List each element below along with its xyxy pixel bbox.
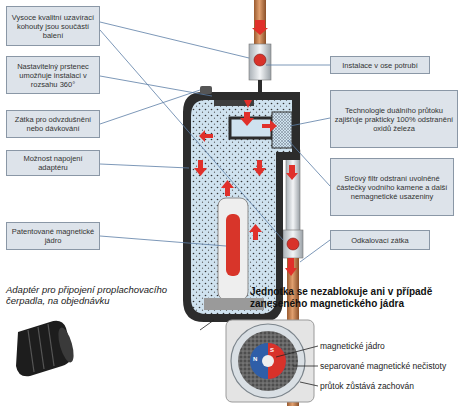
callout-body: Nastavitelný prstenec umožňuje instalaci… bbox=[10, 62, 96, 89]
callout-body: Síťový filtr odstraní uvolněné částečky … bbox=[334, 174, 450, 201]
callout-body: Vysoce kvalitní uzavírací kohouty jsou s… bbox=[10, 13, 96, 40]
inset-label: průtok zůstává zachován bbox=[320, 381, 472, 391]
heading-note: Jednotka se nezablokuje ani v případě za… bbox=[250, 286, 472, 310]
callout-text: Patentované magnetické jádro bbox=[10, 227, 96, 245]
callout-text: Technologie duálního průtoku zajišťuje p… bbox=[334, 106, 454, 133]
callout-body: Zátka pro odvzdušnění nebo dávkování bbox=[10, 115, 96, 133]
callout-text: Zátka pro odvzdušnění nebo dávkování bbox=[10, 115, 96, 133]
callout-text: Síťový filtr odstraní uvolněné částečky … bbox=[334, 174, 450, 201]
callout-box: Nastavitelný prstenec umožňuje instalaci… bbox=[6, 56, 100, 94]
callout-text: Odkalovací zátka bbox=[351, 236, 409, 245]
callout-body: Odkalovací zátka bbox=[351, 236, 409, 245]
callout-box: Zátka pro odvzdušnění nebo dávkování bbox=[6, 110, 100, 138]
inset bbox=[226, 320, 314, 402]
callout-body: Technologie duálního průtoku zajišťuje p… bbox=[334, 106, 454, 133]
callout-body: Instalace v ose potrubí bbox=[342, 61, 417, 70]
filter-housing bbox=[183, 80, 300, 322]
callout-text: Nastavitelný prstenec umožňuje instalaci… bbox=[10, 62, 96, 89]
callout-box: Instalace v ose potrubí bbox=[330, 56, 430, 74]
pole-letter: N bbox=[253, 356, 263, 363]
leader-lines bbox=[100, 22, 330, 386]
callout-box: Síťový filtr odstraní uvolněné částečky … bbox=[330, 158, 454, 216]
callout-text: Vysoce kvalitní uzavírací kohouty jsou s… bbox=[10, 13, 96, 40]
inset-label: magnetické jádro bbox=[320, 341, 472, 351]
callout-box: Odkalovací zátka bbox=[330, 230, 430, 250]
adapter bbox=[16, 321, 77, 376]
inset-label: separované magnetické nečistoty bbox=[320, 361, 472, 371]
pole-letter: S bbox=[270, 347, 280, 354]
callout-body: Patentované magnetické jádro bbox=[10, 227, 96, 245]
callout-body: Možnost napojení adaptéru bbox=[10, 154, 96, 172]
callout-box: Patentované magnetické jádro bbox=[6, 222, 100, 250]
callout-box: Vysoce kvalitní uzavírací kohouty jsou s… bbox=[6, 6, 100, 46]
callout-text: Možnost napojení adaptéru bbox=[10, 154, 96, 172]
callout-box: Možnost napojení adaptéru bbox=[6, 150, 100, 176]
adapter-note: Adaptér pro připojení proplachovacího če… bbox=[6, 284, 176, 307]
flow-arrows bbox=[194, 20, 298, 276]
callout-box: Technologie duálního průtoku zajišťuje p… bbox=[330, 90, 458, 148]
magnetic-core bbox=[204, 198, 264, 330]
callout-text: Instalace v ose potrubí bbox=[342, 61, 417, 70]
